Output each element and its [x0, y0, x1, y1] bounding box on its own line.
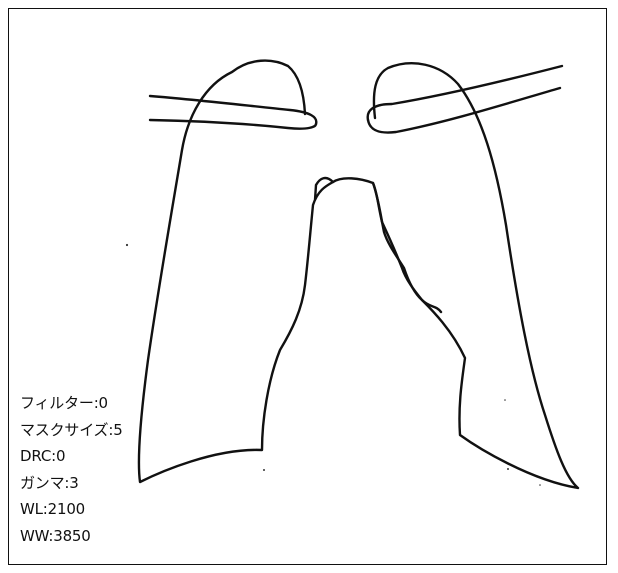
speck-mark [504, 399, 506, 401]
window-width-parameter: WW:3850 [20, 523, 123, 550]
speck-mark [126, 244, 128, 246]
filter-parameter: フィルター:0 [20, 390, 123, 417]
speck-mark [507, 468, 509, 470]
window-level-parameter: WL:2100 [20, 496, 123, 523]
speck-mark [539, 484, 541, 486]
mask-size-parameter: マスクサイズ:5 [20, 417, 123, 444]
drc-parameter: DRC:0 [20, 443, 123, 470]
trachea-mediastinum-outline [333, 178, 441, 312]
gamma-parameter: ガンマ:3 [20, 470, 123, 497]
speck-mark [263, 469, 265, 471]
left-clavicle-lower [150, 120, 316, 129]
right-lung-outline [373, 63, 578, 488]
image-parameter-list: フィルター:0 マスクサイズ:5 DRC:0 ガンマ:3 WL:2100 WW:… [20, 390, 123, 549]
